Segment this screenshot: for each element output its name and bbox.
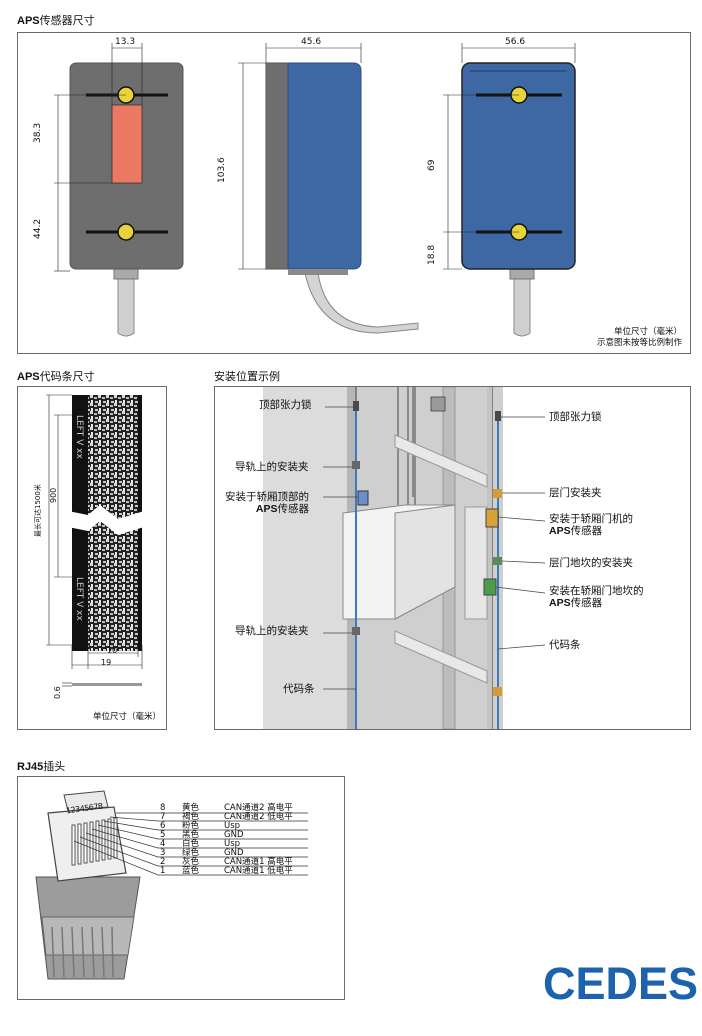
dim-front-lower: 44.2 <box>33 218 43 239</box>
label-door-sill-sensor: 安装在轿厢门地坎的 APS传感器 <box>549 585 644 609</box>
rj45-title: RJ45插头 <box>17 760 66 773</box>
installation-drawing <box>263 387 546 729</box>
rj45-pin-color: 黄色 <box>182 803 200 813</box>
sensor-dims-panel: 13.3 38.3 44.2 45.6 103.6 56.6 69 18.8 单… <box>17 32 691 354</box>
rj45-pin-row: 5 黑色 GND <box>158 831 348 840</box>
cedes-logo: CEDES <box>543 958 699 1009</box>
rj45-pin-color: 绿色 <box>182 848 200 858</box>
dim-front-width: 13.3 <box>115 37 136 47</box>
dim-back-lower: 18.8 <box>427 244 437 265</box>
rj45-pin-number: 3 <box>160 848 166 858</box>
sensor-front-view <box>54 43 184 337</box>
label-top-tension-right: 顶部张力锁 <box>549 411 602 423</box>
rj45-pin-number: 6 <box>160 821 166 831</box>
rj45-pin-row: 7 褐色 CAN通道2 低电平 <box>158 813 348 822</box>
dim-thickness: 0.6 <box>53 686 62 699</box>
label-landing-sill-clip: 层门地坎的安装夹 <box>549 557 633 569</box>
rj45-pin-color: 黑色 <box>182 830 200 840</box>
code-strip-title: APS代码条尺寸 <box>17 370 95 383</box>
rj45-pin-number: 8 <box>160 803 166 813</box>
dim-segment: 900 <box>49 487 58 503</box>
label-code-strip-left: 代码条 <box>283 683 315 695</box>
rj45-pin-signal: CAN通道1 高电平 <box>224 857 293 867</box>
sensor-note: 单位尺寸（毫米） 示意图未按等比例制作 <box>596 327 682 348</box>
rj45-pin-color: 褐色 <box>182 812 200 822</box>
dim-max-length: 最长可达1500米 <box>34 484 42 537</box>
installation-title: 安装位置示例 <box>214 370 280 383</box>
rj45-pin-signal: CAN通道2 高电平 <box>224 803 293 813</box>
dim-outer-width: 19 <box>101 658 112 667</box>
label-rail-clip-lower: 导轨上的安装夹 <box>235 625 309 637</box>
rj45-pin-row: 8 黄色 CAN通道2 高电平 <box>158 804 348 813</box>
rj45-pin-signal: CAN通道1 低电平 <box>224 866 293 876</box>
rj45-pin-color: 灰色 <box>182 857 200 867</box>
rj45-pin-signal: Usp <box>224 839 241 849</box>
rj45-pin-signal: GND <box>224 830 244 840</box>
rj45-pin-number: 7 <box>160 812 166 822</box>
rj45-pin-color: 粉色 <box>182 821 200 831</box>
sensor-back-view <box>443 43 576 337</box>
dim-back-width: 56.6 <box>505 37 526 47</box>
rj45-pin-number: 5 <box>160 830 166 840</box>
rj45-pin-color: 白色 <box>182 839 200 849</box>
rj45-pin-number: 1 <box>160 866 166 876</box>
dim-inner-width: 10 <box>107 646 118 655</box>
dim-side-height: 103.6 <box>217 157 227 183</box>
rj45-pin-row: 1 蓝色 CAN通道1 低电平 <box>158 867 348 876</box>
strip-text-upper: LEFT V xx <box>74 415 84 459</box>
rj45-pin-number: 2 <box>160 857 166 867</box>
rj45-pin-signal: GND <box>224 848 244 858</box>
sensor-dims-title: APS传感器尺寸 <box>17 14 95 27</box>
rj45-pin-row: 3 绿色 GND <box>158 849 348 858</box>
rj45-pin-signal: Usp <box>224 821 241 831</box>
sensor-side-view <box>238 43 419 334</box>
rj45-pin-row: 4 白色 Usp <box>158 840 348 849</box>
sensor-dims-drawing <box>54 43 576 337</box>
code-strip-drawing <box>46 394 144 687</box>
dim-side-depth: 45.6 <box>301 37 322 47</box>
rj45-drawing <box>35 790 308 980</box>
label-top-tension-left: 顶部张力锁 <box>259 399 312 411</box>
strip-text-lower: LEFT V xx <box>74 577 84 621</box>
label-code-strip-right: 代码条 <box>549 639 581 651</box>
code-strip-note: 单位尺寸（毫米） <box>92 712 161 722</box>
rj45-pin-row: 2 灰色 CAN通道1 高电平 <box>158 858 348 867</box>
rj45-pin-number: 4 <box>160 839 166 849</box>
label-landing-door-clip: 层门安装夹 <box>549 487 602 499</box>
label-rail-clip-upper: 导轨上的安装夹 <box>235 461 309 473</box>
dim-back-upper: 69 <box>427 159 437 171</box>
label-door-machine-sensor: 安装于轿厢门机的 APS传感器 <box>549 513 633 537</box>
rj45-pin-row: 6 粉色 Usp <box>158 822 348 831</box>
label-car-top-sensor: 安装于轿厢顶部的 APS传感器 <box>225 491 309 515</box>
dim-front-upper: 38.3 <box>33 122 43 143</box>
rj45-pin-color: 蓝色 <box>182 866 200 876</box>
code-strip-panel: LEFT V xx LEFT V xx 最长可达1500米 900 10 19 … <box>17 386 167 730</box>
rj45-pin-signal: CAN通道2 低电平 <box>224 812 293 822</box>
installation-panel: 顶部张力锁 导轨上的安装夹 安装于轿厢顶部的 APS传感器 导轨上的安装夹 代码… <box>214 386 691 730</box>
